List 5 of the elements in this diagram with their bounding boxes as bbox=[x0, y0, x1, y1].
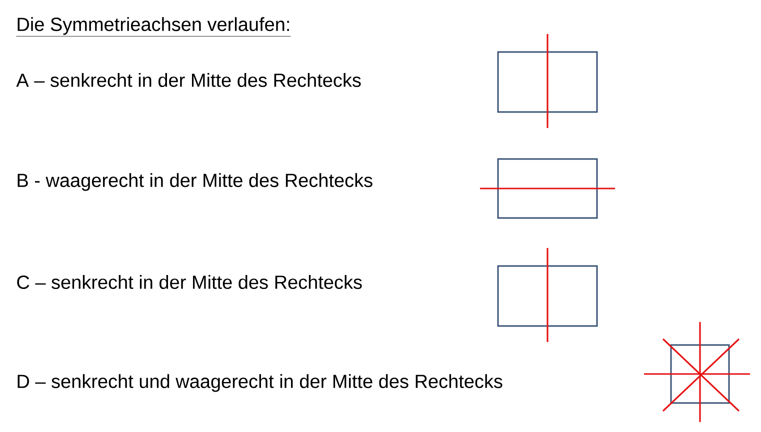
statement: A – senkrecht in der Mitte des Rechtecks bbox=[16, 73, 361, 87]
statement: C – senkrecht in der Mitte des Rechtecks bbox=[17, 275, 362, 289]
statement: B - waagerecht in der Mitte des Rechtecks bbox=[18, 173, 372, 191]
statement: D – senkrecht und waagerecht in der Mitte des Rechtecks bbox=[18, 374, 502, 392]
heading: Die Symmetrieachsen verlaufen: bbox=[16, 17, 291, 36]
